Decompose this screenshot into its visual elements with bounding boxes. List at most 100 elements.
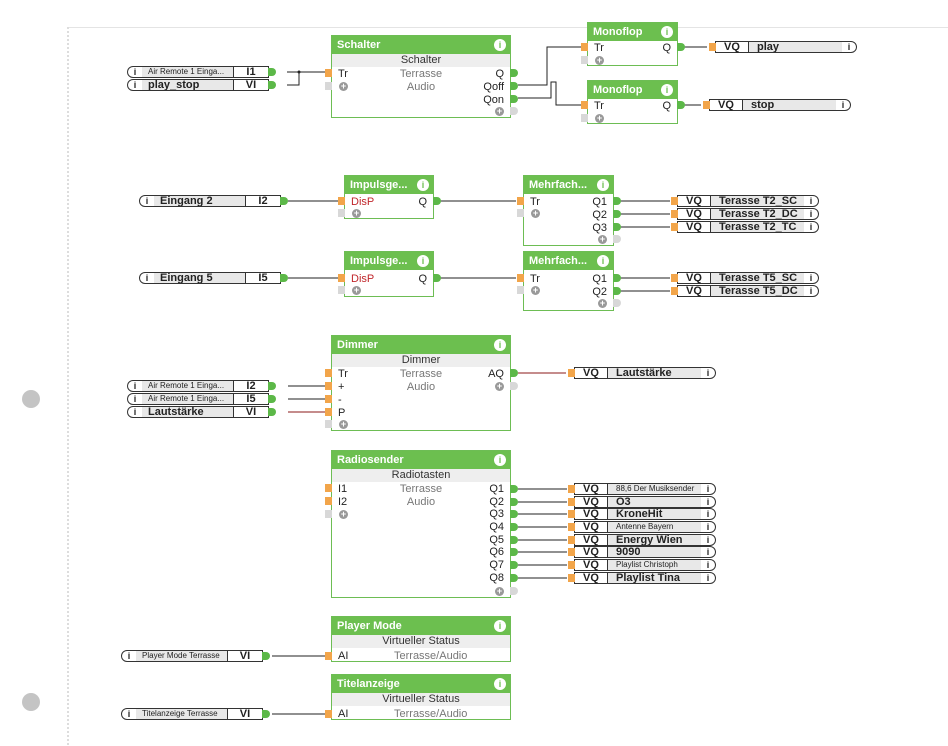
output-connector[interactable]: VQ Terasse T2_TC i (671, 221, 819, 233)
output-connector[interactable]: VQ 88,6 Der Musiksender i (568, 483, 716, 495)
output-pin[interactable] (510, 536, 518, 544)
output-pin[interactable] (613, 197, 621, 205)
output-pin-empty[interactable] (613, 235, 621, 243)
add-output-icon[interactable]: + (495, 586, 504, 596)
info-icon[interactable]: i (661, 84, 673, 96)
input-connector[interactable]: i Titelanzeige Terrasse VI (121, 708, 270, 720)
output-pin[interactable] (510, 498, 518, 506)
input-pin[interactable] (671, 274, 678, 282)
info-icon[interactable]: i (706, 535, 710, 545)
output-connector[interactable]: VQ 9090 i (568, 546, 716, 558)
input-pin-empty[interactable] (338, 286, 345, 294)
input-connector[interactable]: i Player Mode Terrasse VI (121, 650, 270, 662)
add-input-icon[interactable]: + (352, 208, 361, 218)
input-connector[interactable]: i play_stop VI (127, 79, 276, 91)
add-output-icon[interactable]: + (495, 106, 504, 116)
input-pin[interactable] (568, 498, 575, 506)
output-connector[interactable]: VQ Lautstärke i (568, 367, 716, 379)
info-icon[interactable]: i (706, 484, 710, 494)
output-pin[interactable] (510, 548, 518, 556)
output-connector[interactable]: VQ Playlist Christoph i (568, 559, 716, 571)
add-input-icon[interactable]: + (595, 113, 604, 123)
output-pin-empty[interactable] (510, 382, 518, 390)
input-pin-empty[interactable] (338, 209, 345, 217)
input-pin[interactable] (338, 274, 345, 282)
output-pin[interactable] (268, 408, 276, 416)
output-pin[interactable] (613, 223, 621, 231)
output-pin[interactable] (433, 274, 441, 282)
input-pin[interactable] (568, 510, 575, 518)
input-pin[interactable] (568, 485, 575, 493)
input-pin[interactable] (325, 497, 332, 505)
info-icon[interactable]: i (145, 196, 149, 206)
info-icon[interactable]: i (417, 255, 429, 267)
info-icon[interactable]: i (841, 100, 845, 110)
output-connector[interactable]: VQ KroneHit i (568, 508, 716, 520)
info-icon[interactable]: i (706, 573, 710, 583)
add-output-icon[interactable]: + (598, 234, 607, 244)
info-icon[interactable]: i (417, 179, 429, 191)
output-connector[interactable]: VQ Terasse T5_SC i (671, 272, 819, 284)
input-pin[interactable] (325, 484, 332, 492)
page-marker-dot[interactable] (22, 390, 40, 408)
input-connector[interactable]: i Air Remote 1 Einga... I1 (127, 66, 276, 78)
output-connector[interactable]: VQ play i (709, 41, 857, 53)
info-icon[interactable]: i (494, 39, 506, 51)
input-pin[interactable] (325, 652, 332, 660)
add-input-icon[interactable]: + (339, 419, 348, 429)
input-pin[interactable] (709, 43, 716, 51)
add-input-icon[interactable]: + (595, 55, 604, 65)
input-pin[interactable] (568, 536, 575, 544)
output-pin[interactable] (510, 523, 518, 531)
add-input-icon[interactable]: + (531, 285, 540, 295)
info-icon[interactable]: i (809, 196, 813, 206)
info-icon[interactable]: i (133, 394, 137, 404)
block-mehrfach[interactable]: Mehrfach...i Tr + Q1 Q2 Q3 + (517, 175, 621, 246)
output-pin[interactable] (613, 287, 621, 295)
input-pin[interactable] (568, 561, 575, 569)
output-connector[interactable]: VQ Playlist Tina i (568, 572, 716, 584)
info-icon[interactable]: i (494, 339, 506, 351)
info-icon[interactable]: i (809, 209, 813, 219)
info-icon[interactable]: i (133, 407, 137, 417)
input-pin-empty[interactable] (325, 420, 332, 428)
input-pin[interactable] (338, 197, 345, 205)
add-input-icon[interactable]: + (339, 509, 348, 519)
input-pin-empty[interactable] (517, 209, 524, 217)
output-pin-empty[interactable] (613, 299, 621, 307)
info-icon[interactable]: i (494, 620, 506, 632)
input-pin[interactable] (568, 574, 575, 582)
info-icon[interactable]: i (661, 26, 673, 38)
input-pin[interactable] (671, 223, 678, 231)
info-icon[interactable]: i (706, 522, 710, 532)
output-pin[interactable] (510, 369, 518, 377)
input-pin[interactable] (325, 710, 332, 718)
output-connector[interactable]: VQ stop i (703, 99, 851, 111)
info-icon[interactable]: i (597, 255, 609, 267)
input-connector[interactable]: i Eingang 2 I2 (139, 195, 288, 207)
output-pin[interactable] (510, 95, 518, 103)
output-pin[interactable] (510, 561, 518, 569)
info-icon[interactable]: i (597, 179, 609, 191)
output-connector[interactable]: VQ Ö3 i (568, 496, 716, 508)
input-pin[interactable] (325, 382, 332, 390)
output-pin[interactable] (677, 101, 685, 109)
output-pin[interactable] (280, 197, 288, 205)
block-mehrfach[interactable]: Mehrfach...i Tr + Q1 Q2 + (517, 251, 621, 311)
output-pin-empty[interactable] (510, 587, 518, 595)
info-icon[interactable]: i (127, 651, 131, 661)
block-impulsgeber[interactable]: Impulsge...i DisP + Q (338, 251, 441, 297)
output-pin[interactable] (510, 510, 518, 518)
input-pin[interactable] (325, 69, 332, 77)
input-pin-empty[interactable] (581, 114, 588, 122)
info-icon[interactable]: i (706, 509, 710, 519)
add-input-icon[interactable]: + (531, 208, 540, 218)
block-header[interactable]: Impulsge...i (345, 252, 433, 270)
input-pin[interactable] (671, 210, 678, 218)
output-pin-empty[interactable] (510, 107, 518, 115)
